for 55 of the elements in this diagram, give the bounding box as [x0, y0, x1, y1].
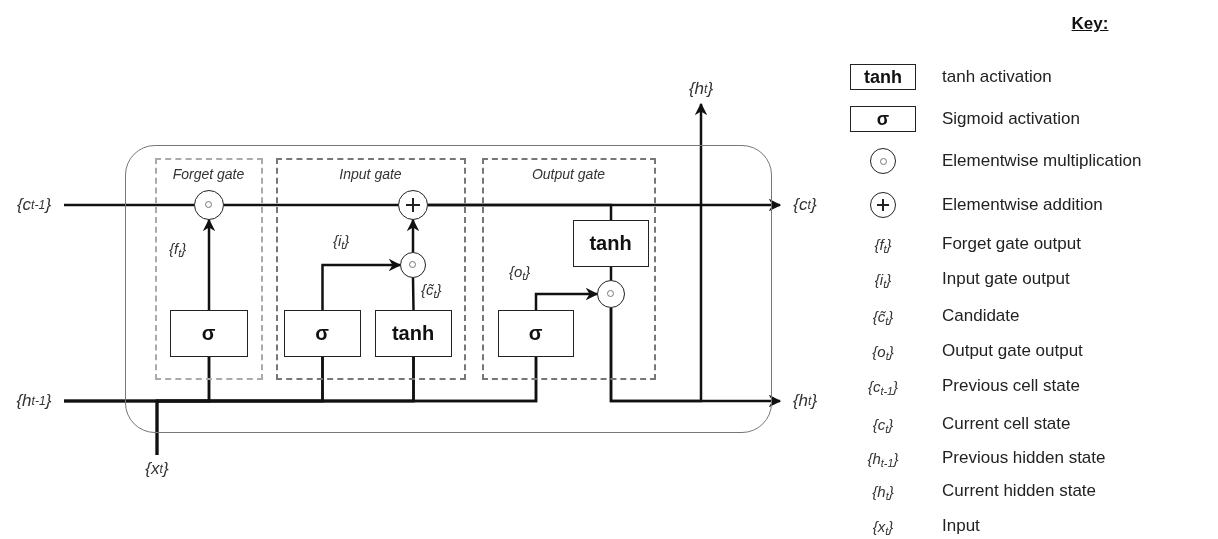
legend-symbol: {c$_{t-1}$} — [867, 377, 899, 395]
legend-symbol-box: σ — [850, 106, 916, 132]
legend-label: Previous hidden state — [942, 448, 1106, 468]
legend-label: Previous cell state — [942, 376, 1080, 396]
activation-box: σ — [169, 309, 248, 357]
legend-label: Candidate — [942, 306, 1020, 326]
legend-symbol: {x$_{t}$} — [872, 517, 894, 535]
legend-symbol-box: tanh — [850, 64, 916, 90]
arrow — [406, 218, 420, 252]
legend-symbol: {h$_{t-1}$} — [867, 449, 899, 467]
arrow — [321, 258, 402, 310]
activation-box: tanh — [572, 219, 649, 267]
legend-symbol: {f$_{t}$} — [874, 235, 892, 253]
activation-box: σ — [497, 309, 574, 357]
connector-line — [155, 357, 538, 455]
edge-label: {o$_{t}$} — [508, 263, 532, 281]
add-circle — [397, 189, 428, 220]
gate-title: Input gate — [338, 165, 403, 182]
connector-line — [428, 203, 613, 220]
edge-label: {c̃$_{t}$} — [420, 281, 443, 299]
connector-line — [224, 203, 398, 207]
arrow — [534, 287, 599, 310]
legend-symbol: {h$_{t}$} — [872, 482, 894, 500]
multiply-circle — [596, 279, 625, 308]
gate-title: Output gate — [530, 165, 607, 182]
legend-symbol: {o$_{t}$} — [872, 342, 894, 360]
connector-line — [411, 277, 415, 311]
multiply-circle — [193, 189, 224, 220]
gate-region — [275, 157, 466, 380]
legend-label: Elementwise addition — [942, 195, 1103, 215]
legend-label: Input — [942, 516, 980, 536]
legend-symbol: {c$_{t}$} — [872, 415, 894, 433]
multiply-circle — [399, 251, 426, 278]
gate-region — [154, 157, 263, 380]
legend-label: tanh activation — [942, 67, 1052, 87]
connector-line — [64, 203, 194, 207]
legend-symbol: {c̃$_{t}$} — [872, 307, 894, 325]
arrow — [609, 102, 708, 403]
legend-symbol: {i$_{t}$} — [874, 270, 892, 288]
activation-box: σ — [283, 309, 361, 357]
gate-title: Forget gate — [171, 165, 246, 182]
gate-region — [481, 157, 656, 380]
legend-label: Current hidden state — [942, 481, 1097, 501]
edge-label: {i$_{t}$} — [332, 232, 351, 250]
activation-box: tanh — [374, 309, 452, 357]
legend-label: Forget gate output — [942, 234, 1081, 254]
legend-label: Current cell state — [942, 414, 1071, 434]
lstm-cell-frame — [125, 145, 772, 433]
legend-label: Input gate output — [942, 269, 1070, 289]
legend-label: Sigmoid activation — [942, 109, 1080, 129]
legend-heading: Key: — [1070, 14, 1110, 34]
legend-label: Elementwise multiplication — [942, 151, 1142, 171]
legend-label: Output gate output — [942, 341, 1083, 361]
arrow — [202, 218, 216, 310]
edge-label: {f$_{t}$} — [168, 240, 188, 258]
